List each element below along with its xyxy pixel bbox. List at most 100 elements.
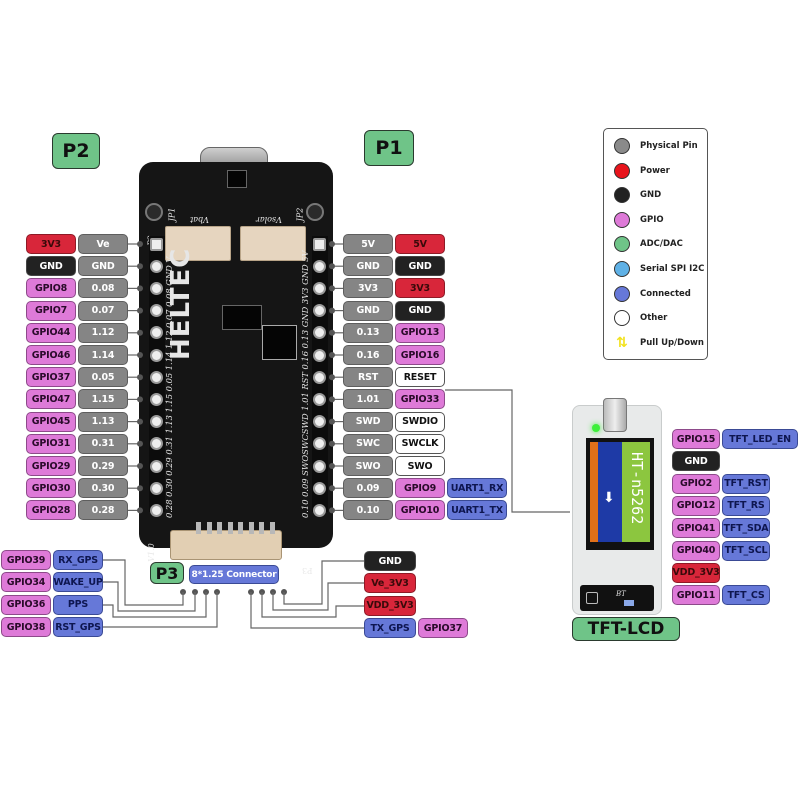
p1-pin-physical: SWO bbox=[343, 456, 393, 476]
p2-pin-function: GPIO31 bbox=[26, 433, 76, 454]
p3-pin-function: RST_GPS bbox=[53, 617, 103, 638]
tft-pin-function: TFT_RS bbox=[722, 495, 770, 516]
p2-pin-function: GPIO46 bbox=[26, 345, 76, 365]
p2-pin-physical: 0.05 bbox=[78, 367, 128, 388]
silk-jp1: JP1 bbox=[167, 207, 177, 222]
p1-pin-physical: RST bbox=[343, 367, 393, 388]
p1-pin-function: GND bbox=[395, 256, 445, 277]
p3-pin-gpio: GPIO39 bbox=[1, 550, 51, 570]
p3-pin-function: WAKE_UP bbox=[53, 572, 103, 593]
tft-pin-function: TFT_RST bbox=[722, 473, 770, 494]
p2-header-hole bbox=[150, 281, 163, 295]
tft-pin-gpio: GPIO15 bbox=[672, 429, 720, 449]
p1-pin-physical: 0.09 bbox=[343, 478, 393, 499]
p1-pin-function: SWCLK bbox=[395, 433, 445, 454]
tft-usb-c-port bbox=[603, 398, 627, 432]
p1-header-hole bbox=[313, 259, 326, 273]
legend-label: ADC/DAC bbox=[640, 239, 683, 250]
p3-fpc-pin bbox=[217, 522, 222, 534]
p2-pin-function: 3V3 bbox=[26, 234, 76, 254]
p2-pin-function: GND bbox=[26, 256, 76, 277]
p1-pin-function: GPIO16 bbox=[395, 345, 445, 365]
tft-pin-gpio: VDD_3V3 bbox=[672, 562, 720, 583]
pull-up-down-arrows-icon: ⇅ bbox=[616, 334, 628, 351]
p3-connector-label: 8*1.25 Connector bbox=[189, 565, 279, 584]
p2-pin-physical: 1.12 bbox=[78, 322, 128, 343]
p2-header-label: P2 bbox=[52, 133, 100, 169]
silk-vsolar: Vsolar bbox=[256, 215, 282, 224]
p3-pin-dot bbox=[248, 589, 254, 595]
board-screw-right bbox=[306, 203, 324, 221]
board-chip-top bbox=[227, 170, 247, 188]
p3-pin-function: TX_GPS bbox=[364, 618, 416, 639]
p2-pin-function: GPIO45 bbox=[26, 411, 76, 432]
p2-header-hole bbox=[150, 370, 163, 384]
p3-wire-pps bbox=[103, 592, 207, 618]
legend-swatch-icon bbox=[614, 285, 630, 302]
legend-item: Physical Pin bbox=[614, 137, 698, 155]
p1-pin-uart: UART1_RX bbox=[447, 478, 507, 499]
tft-bt-label: BT bbox=[616, 590, 626, 598]
silk-version: V1.0 bbox=[146, 543, 156, 562]
p2-header-hole bbox=[150, 503, 163, 517]
p2-header-hole bbox=[150, 392, 163, 406]
silk-p3: P3 bbox=[302, 566, 313, 575]
legend-label: Other bbox=[640, 313, 668, 324]
tft-pin-gpio: GPIO12 bbox=[672, 495, 720, 516]
p1-header-hole bbox=[313, 348, 326, 362]
legend-item: GND bbox=[614, 186, 661, 204]
legend-label: Power bbox=[640, 165, 670, 176]
p1-header-hole bbox=[313, 237, 326, 251]
tft-screen-orange-bar bbox=[590, 442, 598, 542]
p2-pin-physical: 0.28 bbox=[78, 500, 128, 521]
p2-pin-function: GPIO44 bbox=[26, 322, 76, 343]
p3-pin-function: PPS bbox=[53, 594, 103, 615]
tft-screen-green-panel bbox=[622, 442, 650, 542]
p1-pin-physical: 0.13 bbox=[343, 322, 393, 343]
p1-pin-function: GPIO10 bbox=[395, 500, 445, 521]
tft-pin-gpio: GPIO40 bbox=[672, 540, 720, 561]
p1-pin-physical: 5V bbox=[343, 234, 393, 254]
p3-fpc-pin bbox=[269, 522, 275, 534]
p3-wire-ve-3v3 bbox=[272, 582, 364, 611]
p1-pin-uart: UART1_TX bbox=[447, 500, 507, 521]
p1-header-hole bbox=[313, 281, 326, 295]
tft-pin-function: TFT_LED_EN bbox=[722, 429, 798, 449]
board-chip-right bbox=[262, 325, 297, 360]
p1-header-hole bbox=[313, 481, 326, 495]
p3-pin-gpio: GPIO38 bbox=[1, 617, 51, 638]
legend-swatch-icon bbox=[614, 236, 630, 253]
p2-pin-function: GPIO29 bbox=[26, 456, 76, 476]
p3-pin-function: GND bbox=[364, 551, 416, 571]
p1-header-hole bbox=[313, 392, 326, 406]
p1-pin-function: 5V bbox=[395, 234, 445, 254]
p1-pin-physical: GND bbox=[343, 256, 393, 277]
silk-vbat: Vbat bbox=[190, 215, 209, 224]
p1-header-hole bbox=[313, 503, 326, 517]
p3-fpc-connector bbox=[170, 530, 282, 560]
p3-fpc-pin bbox=[238, 522, 243, 534]
silk-jp2: JP2 bbox=[295, 207, 305, 222]
p1-header-hole bbox=[313, 370, 326, 384]
p3-pin-dot bbox=[180, 589, 186, 595]
tft-bt-button bbox=[624, 600, 634, 606]
p1-pin-physical: 3V3 bbox=[343, 278, 393, 299]
p2-pin-physical: 0.07 bbox=[78, 300, 128, 321]
p1-pin-function: RESET bbox=[395, 367, 445, 388]
legend-swatch-icon bbox=[614, 211, 630, 228]
p2-pin-physical: 1.15 bbox=[78, 389, 128, 410]
vbat-connector bbox=[165, 226, 231, 261]
legend-item: ADC/DAC bbox=[614, 235, 683, 253]
tft-pin-gpio: GPIO11 bbox=[672, 585, 720, 606]
board-screw-left bbox=[145, 203, 163, 221]
p1-header-hole bbox=[313, 304, 326, 318]
p2-pin-physical: 1.14 bbox=[78, 345, 128, 365]
p2-header-hole bbox=[150, 304, 163, 318]
p2-pin-function: GPIO47 bbox=[26, 389, 76, 410]
legend-swatch-icon bbox=[614, 187, 630, 204]
tft-status-led bbox=[592, 424, 600, 432]
p3-pin-function: RX_GPS bbox=[53, 550, 103, 570]
p2-pin-physical: 0.29 bbox=[78, 456, 128, 476]
p2-header-hole bbox=[150, 481, 163, 495]
